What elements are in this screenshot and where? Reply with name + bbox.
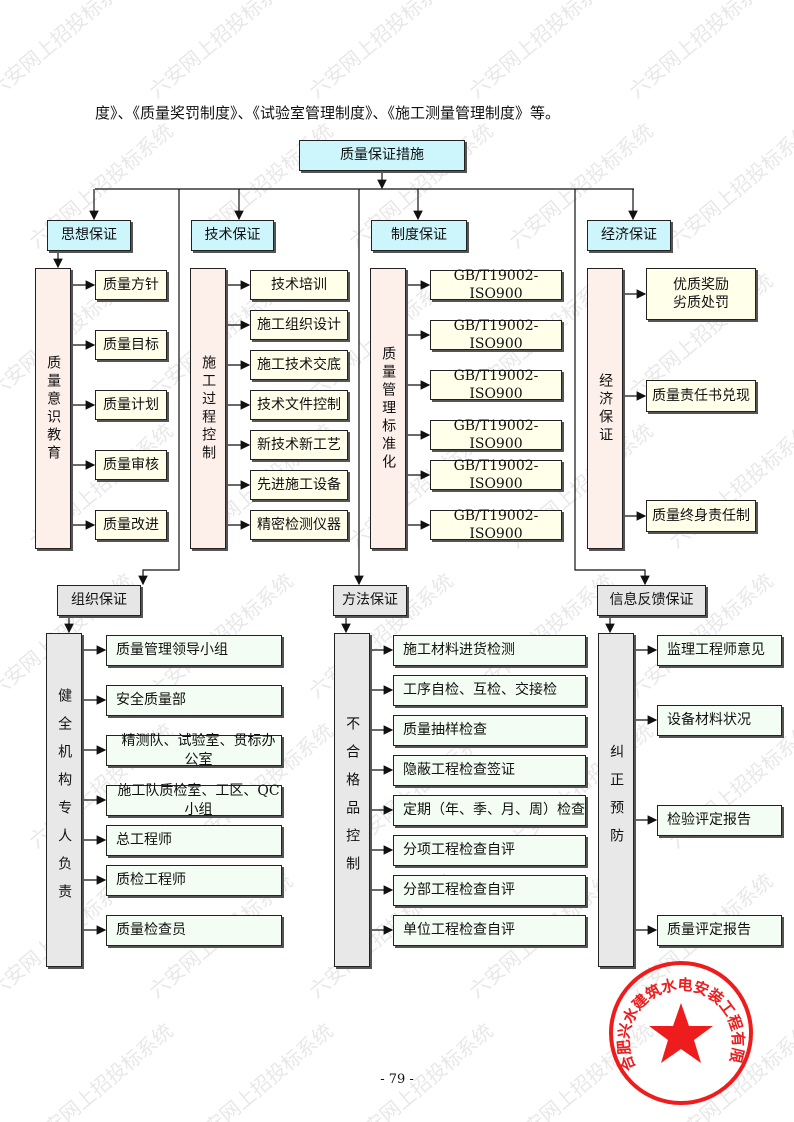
measure-item: 总工程师 — [106, 825, 282, 856]
measure-item: 质量目标 — [95, 330, 167, 360]
category-header: 组织保证 — [57, 585, 141, 616]
category-vertical-label: 施工过程控制 — [190, 268, 226, 549]
measure-item: 精测队、试验室、贯标办公室 — [106, 733, 282, 768]
category-header: 经济保证 — [587, 220, 671, 251]
measure-item: GB/T19002-ISO900 — [430, 368, 562, 402]
measure-item: GB/T19002-ISO900 — [430, 458, 562, 492]
measure-item: 精密检测仪器 — [250, 510, 348, 540]
measure-item: 检验评定报告 — [657, 805, 782, 836]
category-vertical-label: 纠正预防 — [598, 633, 634, 967]
category-header: 方法保证 — [333, 585, 407, 616]
measure-item: 施工材料进货检测 — [393, 635, 586, 666]
measure-item: 定期（年、季、月、周）检查 — [393, 795, 586, 826]
measure-item: 监理工程师意见 — [657, 635, 782, 666]
measure-item: 分部工程检查自评 — [393, 875, 586, 906]
page-number: - 79 - — [380, 1072, 414, 1087]
measure-item: 质量审核 — [95, 450, 167, 480]
measure-item: 施工组织设计 — [250, 310, 348, 340]
measure-item: 质量改进 — [95, 510, 167, 540]
measure-item: GB/T19002-ISO900 — [430, 318, 562, 352]
measure-item: 质量管理领导小组 — [106, 635, 282, 666]
measure-item: 施工技术交底 — [250, 350, 348, 380]
measure-item: 质量计划 — [95, 390, 167, 420]
measure-item: 质量方针 — [95, 270, 167, 300]
category-header: 信息反馈保证 — [597, 585, 706, 616]
measure-item: 工序自检、互检、交接检 — [393, 675, 586, 706]
measure-item: 分项工程检查自评 — [393, 835, 586, 866]
measure-item: 质量检查员 — [106, 915, 282, 946]
measure-item: 质量评定报告 — [657, 915, 782, 946]
connector — [138, 189, 180, 586]
measure-item: 优质奖励 劣质处罚 — [646, 268, 756, 320]
measure-item: 隐蔽工程检查签证 — [393, 755, 586, 786]
measure-item: 先进施工设备 — [250, 470, 348, 500]
intro-paragraph: 度》、《质量奖罚制度》、《试验室管理制度》、《施工测量管理制度》等。 — [95, 104, 561, 122]
measure-item: 质量责任书兑现 — [646, 380, 756, 412]
measure-item: 质检工程师 — [106, 865, 282, 896]
category-header: 思想保证 — [47, 220, 131, 251]
category-vertical-label: 质量管理标准化 — [370, 268, 406, 549]
measure-item: 技术培训 — [250, 270, 348, 300]
measure-item: 单位工程检查自评 — [393, 915, 586, 946]
measure-item: GB/T19002-ISO900 — [430, 418, 562, 452]
measure-item: GB/T19002-ISO900 — [430, 508, 562, 542]
category-vertical-label: 经济保证 — [587, 268, 623, 549]
category-header: 技术保证 — [191, 220, 274, 251]
measure-item: 质量终身责任制 — [646, 500, 756, 532]
company-seal: 合肥兴水建筑水电安装工程有限公司 — [606, 958, 753, 1105]
root-box: 质量保证措施 — [299, 140, 465, 171]
measure-item: 施工队质检室、工区、QC小组 — [106, 783, 282, 818]
measure-item: 技术文件控制 — [250, 390, 348, 420]
connector — [574, 189, 650, 586]
measure-item: 安全质量部 — [106, 685, 282, 716]
category-vertical-label: 不合格品控制 — [334, 633, 370, 967]
measure-item: 质量抽样检查 — [393, 715, 586, 746]
measure-item: 新技术新工艺 — [250, 430, 348, 460]
category-vertical-label: 质量意识教育 — [35, 268, 71, 549]
measure-item: 设备材料状况 — [657, 705, 782, 736]
category-header: 制度保证 — [371, 220, 467, 251]
category-vertical-label: 健全机构专人负责 — [46, 633, 82, 967]
measure-item: GB/T19002-ISO900 — [430, 268, 562, 302]
